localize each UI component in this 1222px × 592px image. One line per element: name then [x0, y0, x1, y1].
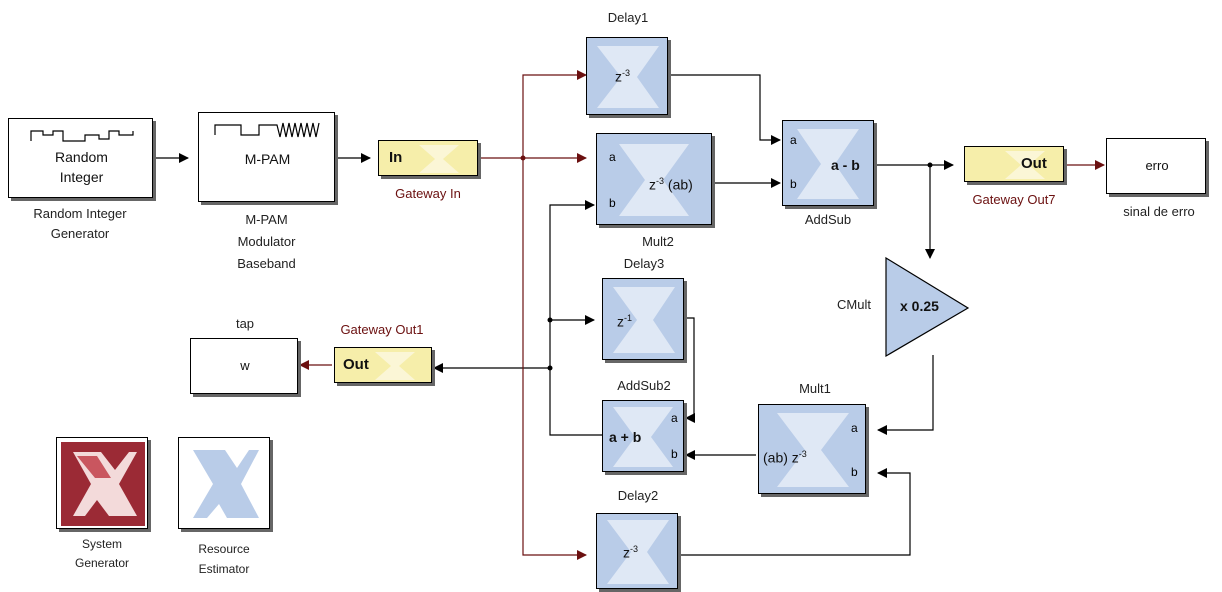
gateway-out7-text: Out	[1021, 155, 1047, 172]
delay1-block[interactable]: z-3	[586, 37, 668, 115]
addsub2-port-a: a	[671, 411, 678, 425]
mpam-block-text: M-PAM	[244, 151, 291, 167]
xilinx-sigma-icon	[607, 520, 669, 584]
gateway-in-block[interactable]: In	[378, 140, 478, 176]
xilinx-sigma-icon	[183, 442, 267, 526]
delay1-caption: Delay1	[607, 10, 649, 25]
mpam-waveform-icon	[214, 122, 320, 138]
xilinx-sigma-icon	[419, 145, 459, 173]
delay2-expr: z-3	[623, 544, 639, 561]
line-delay1-to-addsub	[668, 74, 781, 145]
mult2-block[interactable]: a b z-3 (ab)	[596, 133, 712, 225]
xilinx-sigma-icon	[797, 129, 859, 199]
xilinx-sigma-icon	[619, 144, 689, 216]
delay1-expr: z-3	[615, 68, 631, 85]
addsub2-expr: a + b	[609, 429, 642, 445]
delay3-caption: Delay3	[623, 256, 665, 271]
addsub-expr: a - b	[831, 157, 860, 173]
gateway-in-text: In	[389, 149, 403, 166]
random-integer-line1: Random	[55, 149, 108, 165]
random-waveform-icon	[30, 130, 134, 142]
addsub2-port-b: b	[671, 447, 678, 461]
xilinx-sigma-icon	[1005, 151, 1045, 179]
tap-text: w	[240, 358, 250, 373]
mult2-caption: Mult2	[642, 234, 674, 249]
cmult-block[interactable]	[884, 256, 984, 364]
line-cmult-to-mult1	[877, 355, 934, 435]
erro-text: erro	[1145, 158, 1169, 173]
line-delay3-to-addsub2	[684, 317, 695, 423]
addsub-block[interactable]: a b a - b	[782, 120, 874, 206]
tap-block[interactable]: w	[190, 338, 298, 394]
resource-estimator-caption-2: Estimator	[198, 562, 250, 576]
mpam-modulator-block[interactable]: M-PAM	[198, 112, 335, 202]
gateway-out7-caption: Gateway Out7	[972, 192, 1056, 207]
mult2-port-a: a	[609, 150, 616, 164]
system-generator-block[interactable]	[56, 437, 148, 529]
mult1-expr: (ab) z-3	[763, 449, 807, 466]
line-gatewayin-to-delay2	[522, 158, 587, 560]
delay3-block[interactable]: z-1	[602, 278, 684, 360]
mult2-port-b: b	[609, 196, 616, 210]
erro-block[interactable]: erro	[1106, 138, 1206, 194]
resource-estimator-block[interactable]	[178, 437, 270, 529]
mult1-caption: Mult1	[799, 381, 831, 396]
xilinx-sigma-icon	[613, 407, 673, 467]
xilinx-logo-icon	[61, 442, 145, 526]
cmult-caption: CMult	[837, 297, 871, 312]
delay2-block[interactable]: z-3	[596, 513, 678, 589]
resource-estimator-caption-1: Resource	[198, 542, 250, 556]
xilinx-sigma-icon	[375, 352, 415, 380]
addsub-port-a: a	[790, 133, 797, 147]
gateway-out1-block[interactable]: Out	[334, 347, 432, 383]
mult1-port-b: b	[851, 465, 858, 479]
mult2-expr: z-3 (ab)	[649, 176, 693, 193]
random-integer-caption-2: Generator	[50, 226, 110, 241]
line-delay2-to-mult1	[678, 468, 911, 556]
gateway-out1-text: Out	[343, 356, 369, 373]
erro-caption: sinal de erro	[1123, 204, 1195, 219]
mpam-caption-2: Modulator	[237, 234, 296, 249]
xilinx-sigma-icon	[613, 287, 675, 353]
random-integer-line2: Integer	[59, 169, 104, 185]
system-generator-caption-1: System	[81, 537, 122, 551]
random-integer-caption-1: Random Integer	[33, 206, 127, 221]
gateway-out1-caption: Gateway Out1	[340, 322, 424, 337]
mpam-caption-3: Baseband	[237, 256, 296, 271]
delay2-caption: Delay2	[617, 488, 659, 503]
addsub2-caption: AddSub2	[617, 378, 671, 393]
xilinx-sigma-icon	[597, 46, 659, 108]
addsub-port-b: b	[790, 177, 797, 191]
addsub2-block[interactable]: a b a + b	[602, 400, 684, 472]
mult1-block[interactable]: a b (ab) z-3	[758, 404, 866, 494]
gateway-in-caption: Gateway In	[395, 186, 461, 201]
gateway-out7-block[interactable]: Out	[964, 146, 1064, 182]
system-generator-caption-2: Generator	[74, 556, 130, 570]
mult1-port-a: a	[851, 421, 858, 435]
delay3-expr: z-1	[617, 313, 633, 330]
xilinx-sigma-icon	[777, 413, 849, 487]
tap-caption: tap	[235, 316, 255, 331]
mpam-caption-1: M-PAM	[245, 212, 288, 227]
addsub-caption: AddSub	[804, 212, 852, 227]
random-integer-generator-block[interactable]: Random Integer	[8, 118, 153, 198]
line-gatewayin-to-delay1	[522, 70, 587, 158]
cmult-expr: x 0.25	[900, 298, 939, 314]
